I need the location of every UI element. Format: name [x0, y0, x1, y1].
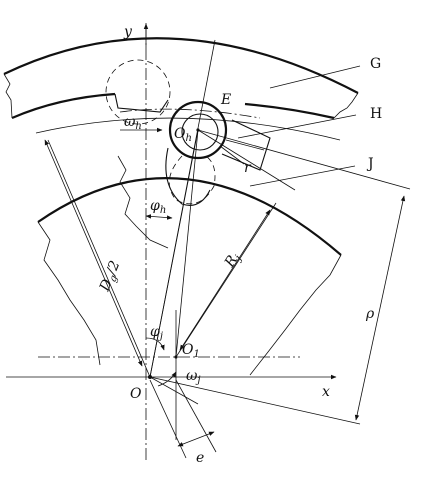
line-oh-to-arm: [197, 129, 296, 191]
dim-dg-half: [44, 139, 143, 367]
label-omega-j: ωj: [186, 368, 201, 386]
part-g-inner-arc-right: [244, 102, 335, 120]
dim-e: [177, 431, 215, 447]
arc-omega-j: [157, 371, 177, 387]
label-dg: Dg/2: [96, 258, 125, 295]
part-j-break-top: [117, 155, 169, 249]
label-y: y: [123, 24, 133, 40]
dim-rho: [354, 195, 406, 421]
origin-point: [148, 375, 152, 379]
label-j: J: [366, 156, 374, 172]
dim-rj: [179, 209, 271, 351]
line-o-omega-j: [149, 376, 199, 405]
part-g-break-right: [333, 92, 359, 119]
part-j-break-right: [249, 254, 342, 376]
label-phi-j: φj: [150, 324, 163, 342]
line-o-to-rho-top: [197, 129, 411, 190]
pitch-arc-dg: [35, 117, 341, 141]
contact-mark: [219, 145, 245, 165]
label-phi-h: φh: [150, 198, 166, 216]
roller-inner-circle: [181, 113, 219, 151]
label-x: x: [322, 384, 330, 400]
line-o1-to-oh: [175, 129, 199, 358]
roller-dashed-left: [105, 59, 171, 125]
part-g-inner-arc: [11, 92, 116, 120]
line-o1-to-rj: [175, 202, 277, 358]
label-e-point: E: [220, 92, 231, 108]
label-e-dim: e: [196, 450, 204, 466]
label-omega-h: ωh: [124, 114, 142, 132]
arc-phi-j: [145, 337, 165, 351]
leader-h: [237, 114, 357, 139]
label-h: H: [370, 106, 382, 122]
label-o1: O1: [182, 342, 200, 360]
roller-lobe-dashed: [168, 155, 216, 205]
leader-g: [269, 65, 361, 89]
label-g: G: [370, 56, 381, 72]
part-j-break-left: [37, 221, 101, 366]
part-h-arm-inner: [225, 139, 265, 151]
label-rj: Rj: [221, 250, 244, 272]
pitch-arc-dashdot: [119, 108, 261, 119]
part-g-recess: [114, 93, 169, 113]
label-r: r: [244, 160, 252, 176]
leader-j: [249, 165, 356, 187]
o1-point: [174, 355, 178, 359]
oh-point: [196, 128, 200, 132]
line-e-vertical: [149, 379, 187, 459]
dim-phi-h: [145, 214, 173, 220]
roller-outer-circle: [168, 100, 228, 160]
label-origin: O: [130, 386, 142, 402]
line-o-to-oh: [149, 129, 199, 378]
label-rho: ρ: [365, 306, 375, 322]
label-oh: Oh: [174, 126, 192, 144]
line-o-to-rho-bottom: [149, 376, 361, 425]
line-o-to-g: [47, 139, 151, 378]
part-g-outer-arc: [3, 37, 359, 94]
roller-lobe-lower: [165, 147, 211, 206]
part-g-break-left: [3, 73, 13, 119]
